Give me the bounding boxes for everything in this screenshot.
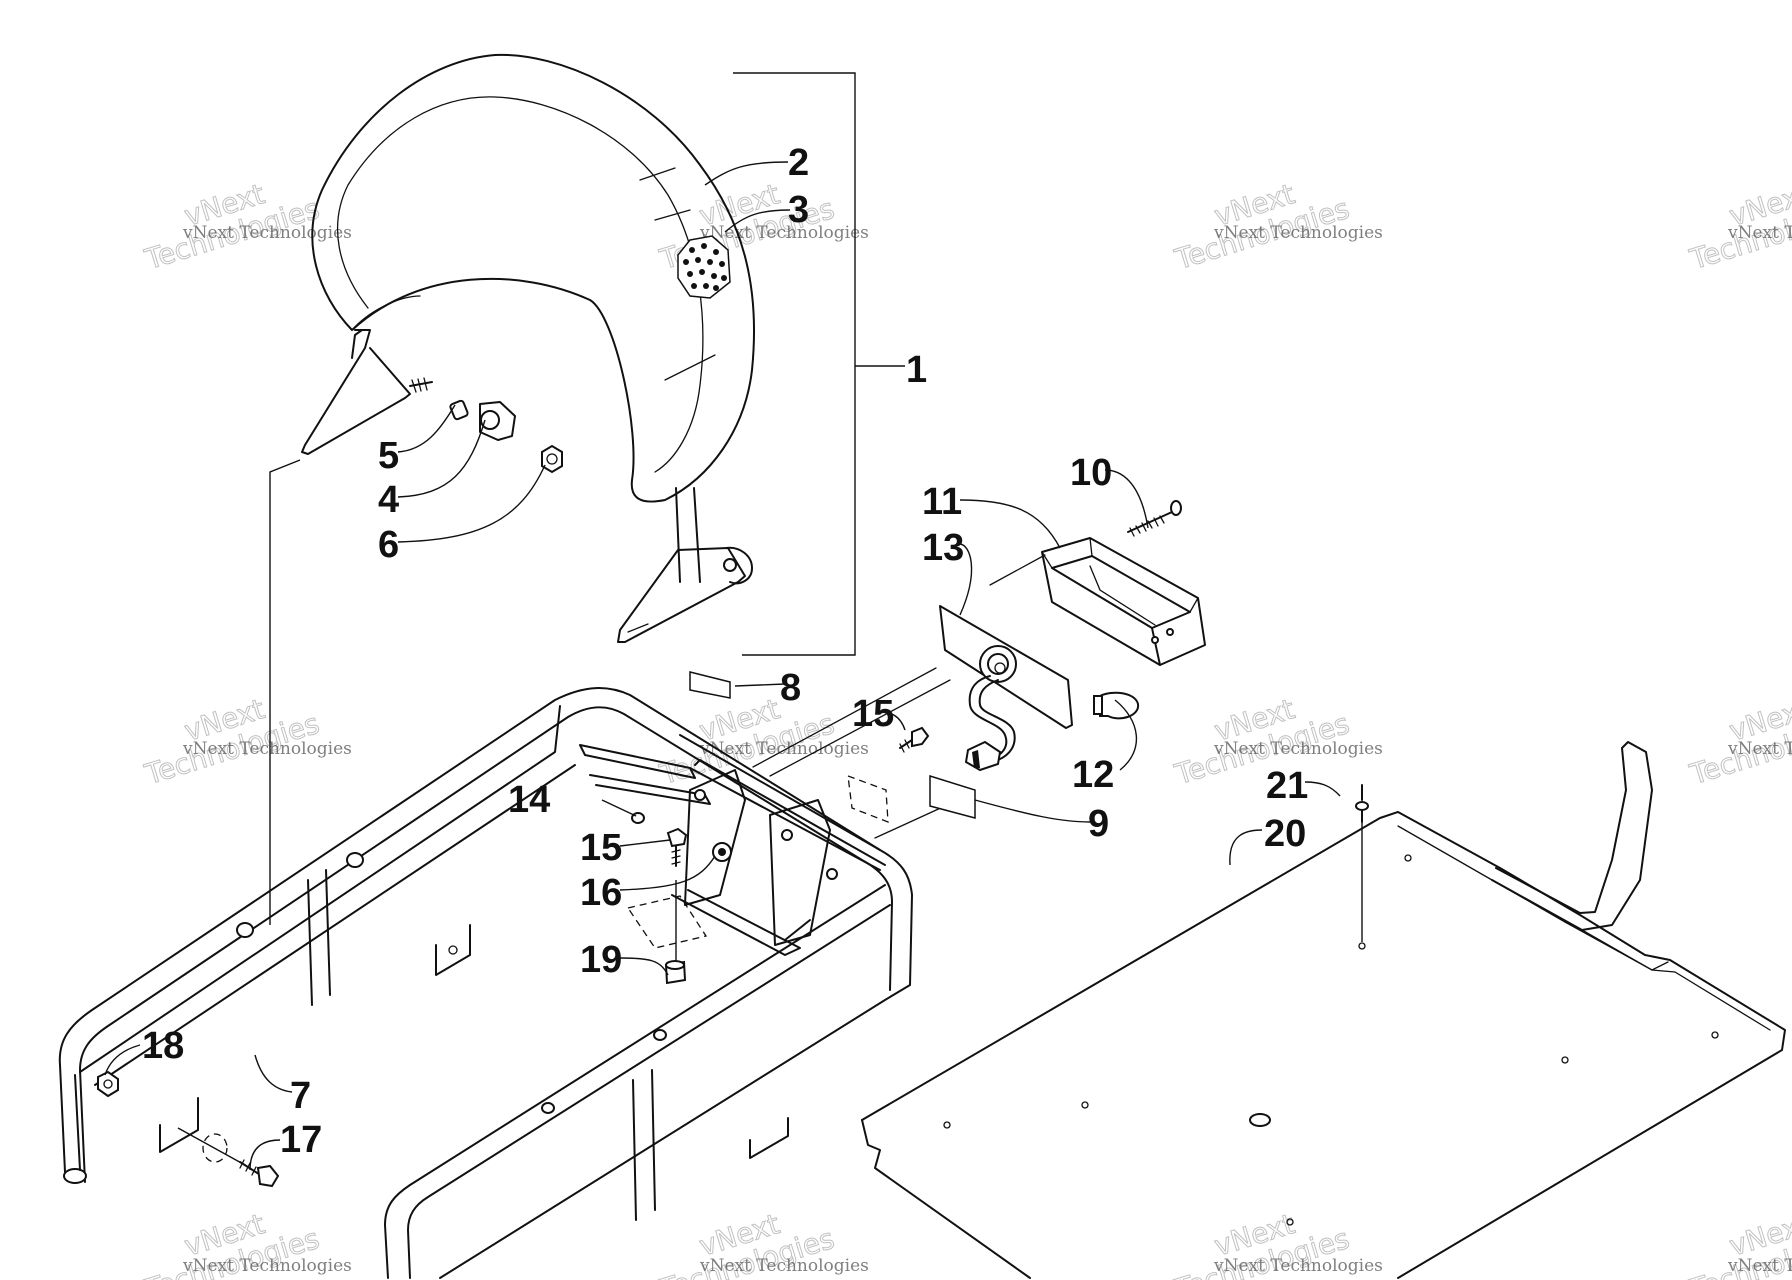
callout-8: 8 (780, 667, 801, 709)
watermark: vNext Technologies (1213, 1256, 1383, 1276)
floor-hole (1249, 1113, 1271, 1127)
watermark: vNext Technologies (140, 692, 324, 792)
backrest-bracket-left (301, 329, 411, 455)
bulb (1093, 691, 1140, 720)
watermark: vNext Technologies (699, 223, 869, 243)
rack-frame (58, 554, 1046, 1279)
label-8 (689, 671, 731, 699)
rack-inner-rail (79, 705, 561, 1073)
callout-20: 20 (1264, 813, 1306, 855)
callout-12: 12 (1072, 754, 1114, 796)
callout-1: 1 (906, 349, 927, 391)
rack-post (307, 869, 331, 1006)
callout-15-lower: 15 (580, 827, 622, 869)
floor-panel (861, 741, 1786, 1279)
callout-7: 7 (290, 1075, 311, 1117)
connector (964, 740, 1002, 772)
leader-lines (104, 161, 1341, 1171)
rack-outer-rail (58, 687, 913, 1279)
watermark: vNext Technologies (1685, 692, 1792, 792)
mounting-tab (749, 1117, 789, 1159)
hardware (97, 726, 930, 1188)
callout-4: 4 (378, 479, 399, 521)
center-bracket (579, 744, 696, 779)
backrest-assembly (301, 53, 905, 656)
callout-21: 21 (1266, 765, 1308, 807)
bushing (479, 401, 516, 441)
callout-16: 16 (580, 872, 622, 914)
backrest-post-right (675, 487, 701, 583)
callout-17: 17 (280, 1119, 322, 1161)
mounting-tab (159, 1097, 199, 1153)
rivet (1355, 784, 1369, 823)
callout-3: 3 (788, 189, 809, 231)
alignment-line (269, 459, 301, 925)
taillight-base (939, 605, 1073, 729)
backrest-cushion (311, 53, 755, 503)
washer (202, 1133, 228, 1163)
watermark: vNext Technologies (1170, 692, 1354, 792)
watermark: vNext Technologies (182, 739, 352, 759)
callout-19: 19 (580, 939, 622, 981)
nut (97, 1070, 119, 1098)
backrest-bracket-right (617, 547, 746, 643)
backrest-seam (336, 96, 704, 473)
callout-13: 13 (922, 527, 964, 569)
rack-post (632, 1069, 656, 1221)
callout-15-upper: 15 (852, 693, 894, 735)
bolt (899, 726, 930, 753)
watermark: vNext Technologies (182, 1256, 352, 1276)
watermark: vNext Technologies (140, 177, 324, 277)
taillight-assembly (689, 500, 1206, 819)
nut (541, 444, 563, 474)
bracket-plate (769, 799, 831, 946)
floor-handle (1491, 741, 1653, 931)
callout-10: 10 (1070, 452, 1112, 494)
watermark: vNext Technologies (1727, 223, 1792, 243)
watermark: vNext Technologies (182, 223, 352, 243)
watermark: vNext Technologies (699, 1256, 869, 1276)
watermark: vNext Technologies (1170, 177, 1354, 277)
watermark: vNext Technologies (1213, 223, 1383, 243)
wire (968, 675, 1008, 761)
assembly-bracket (733, 72, 905, 656)
mounting-tab (435, 924, 471, 976)
bolt (664, 880, 687, 985)
watermark: vNext Technologies (1685, 177, 1792, 277)
callout-6: 6 (378, 524, 399, 566)
screw (1127, 500, 1182, 537)
callout-11: 11 (922, 481, 962, 523)
watermark: vNext Technologies (1727, 1256, 1792, 1276)
floor-panel-outline (861, 811, 1786, 1279)
watermark: vNext Technologies (1727, 739, 1792, 759)
callout-9: 9 (1088, 803, 1109, 845)
bolt (239, 1159, 280, 1188)
watermarks: vNext Technologies vNext Technologies vN… (140, 177, 1792, 1280)
callout-labels: 1 2 3 4 5 6 7 8 9 10 11 12 13 14 15 15 1… (142, 142, 1308, 1161)
callout-18: 18 (142, 1025, 184, 1067)
watermark: vNext Technologies (1213, 739, 1383, 759)
watermark: vNext Technologies (699, 739, 869, 759)
callout-2: 2 (788, 142, 809, 184)
bracket-plate (684, 769, 746, 906)
taillight-lens (1041, 537, 1206, 666)
bolt (666, 827, 688, 867)
label-9 (929, 774, 976, 819)
decal-dots (683, 243, 727, 291)
callout-5: 5 (378, 435, 399, 477)
callout-14: 14 (508, 779, 550, 821)
